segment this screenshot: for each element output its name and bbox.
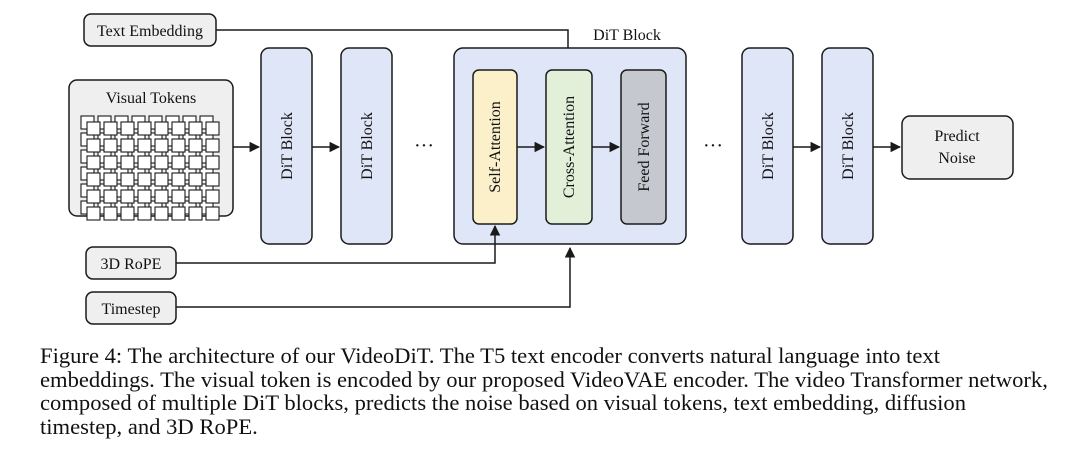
dit-block-3-label: DiT Block <box>760 112 777 180</box>
text-embedding-node: Text Embedding <box>83 13 217 47</box>
ellipsis-right: ··· <box>703 135 723 157</box>
dit-block-expanded-label: DiT Block <box>593 27 661 44</box>
dit-block-2: DiT Block <box>340 47 393 245</box>
visual-tokens-node: Visual Tokens <box>68 79 234 221</box>
figure-caption: Figure 4: The architecture of our VideoD… <box>40 343 1048 439</box>
self-attention-block: Self-Attention <box>472 69 518 225</box>
dit-block-3: DiT Block <box>741 47 794 245</box>
rope-arrow <box>176 224 501 264</box>
timestep-arrow <box>176 246 576 308</box>
dit-block-4-label: DiT Block <box>840 112 857 180</box>
dit-block-1: DiT Block <box>260 47 313 245</box>
architecture-diagram: Text Embedding Visual Tokens DiT Block D… <box>68 13 1014 325</box>
text-embedding-label: Text Embedding <box>97 23 203 40</box>
rope-label: 3D RoPE <box>101 256 162 273</box>
feed-forward-label: Feed Forward <box>636 102 653 191</box>
self-attention-label: Self-Attention <box>487 101 504 193</box>
dit-block-expanded: DiT Block Self-Attention Cross-Attention… <box>453 27 687 245</box>
feed-forward-block: Feed Forward <box>620 69 667 225</box>
token-grid-icon <box>80 115 220 221</box>
dit-block-4: DiT Block <box>821 47 874 245</box>
predict-noise-line1: Predict <box>934 128 980 145</box>
cross-attention-label: Cross-Attention <box>561 96 578 198</box>
cross-attention-block: Cross-Attention <box>545 69 593 225</box>
timestep-label: Timestep <box>102 301 161 318</box>
predict-noise-line2: Noise <box>938 150 975 167</box>
dit-block-1-label: DiT Block <box>279 112 296 180</box>
ellipsis-left: ··· <box>414 135 434 157</box>
visual-tokens-label: Visual Tokens <box>106 90 197 107</box>
timestep-node: Timestep <box>85 291 177 325</box>
rope-node: 3D RoPE <box>85 246 177 280</box>
dit-block-2-label: DiT Block <box>359 112 376 180</box>
predict-noise-node: Predict Noise <box>901 115 1014 180</box>
